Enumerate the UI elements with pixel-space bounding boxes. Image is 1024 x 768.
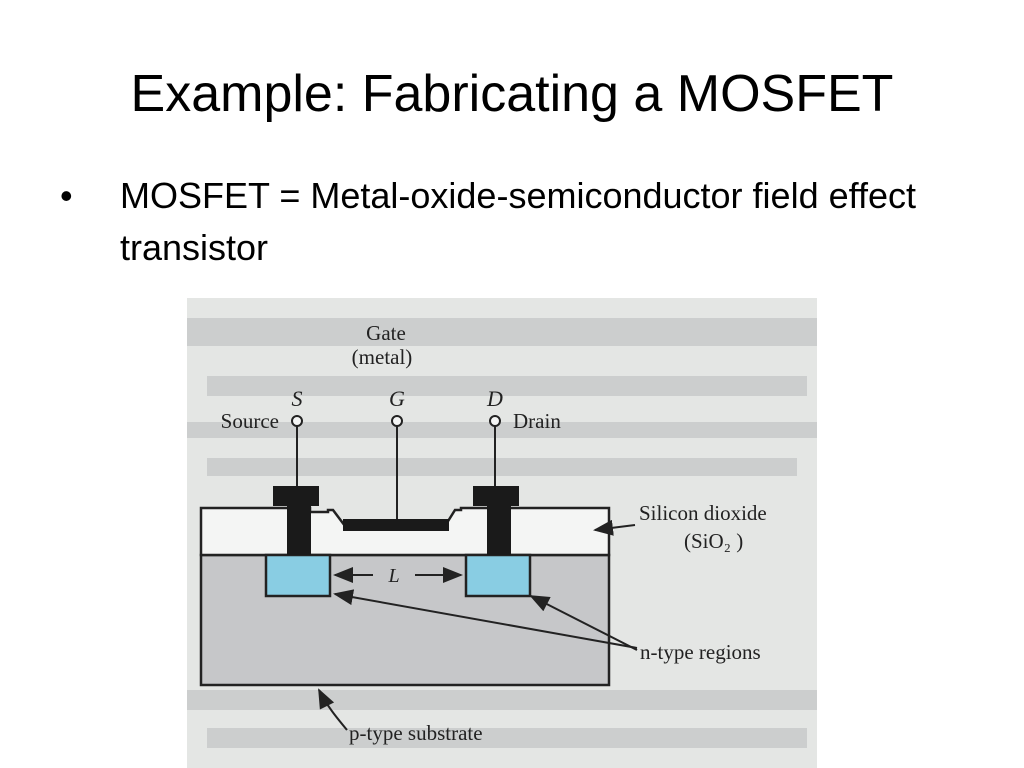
- drain-terminal-label: D: [486, 386, 503, 411]
- source-label: Source: [221, 409, 279, 433]
- substrate-block: [199, 553, 611, 687]
- source-terminal-icon: [291, 415, 303, 427]
- n-region-source: [264, 553, 332, 598]
- oxide-label-line1: Silicon dioxide: [639, 501, 767, 525]
- oxide-pointer: [593, 519, 636, 536]
- mosfet-diagram: Gate (metal) S G D Source Drain Silicon …: [187, 298, 817, 768]
- bullet-text: MOSFET = Metal-oxide-semiconductor field…: [120, 175, 916, 268]
- slide-title: Example: Fabricating a MOSFET: [130, 65, 894, 123]
- gate-terminal-icon: [391, 415, 403, 427]
- gate-label-line2: (metal): [352, 345, 413, 369]
- substrate-pointer: [318, 688, 348, 731]
- n-type-regions-label: n-type regions: [640, 640, 761, 664]
- drain-label: Drain: [513, 409, 561, 433]
- background-scan-texture: [187, 318, 817, 748]
- drain-contact: [473, 486, 519, 555]
- source-terminal-label: S: [292, 386, 303, 411]
- gate-metal: [343, 519, 449, 531]
- n-region-drain: [464, 553, 532, 598]
- length-label: L: [387, 565, 399, 587]
- substrate-label: p-type substrate: [349, 721, 483, 745]
- n-region-pointer-drain: [529, 595, 638, 651]
- oxide-label-line2: (SiO₂ ): [684, 529, 743, 553]
- gate-terminal-label: G: [389, 386, 405, 411]
- bullet-dot: •: [60, 175, 73, 216]
- drain-terminal-icon: [489, 415, 501, 427]
- gate-label-line1: Gate: [366, 321, 406, 345]
- n-region-pointer-source: [333, 589, 638, 649]
- source-contact: [273, 486, 319, 555]
